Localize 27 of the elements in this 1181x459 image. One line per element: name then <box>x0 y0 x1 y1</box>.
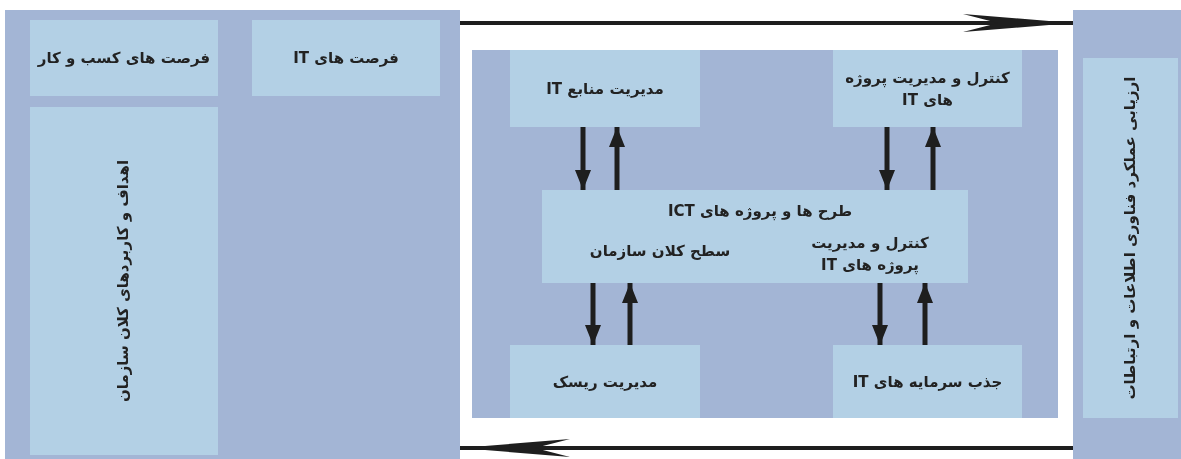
arrow <box>872 283 888 345</box>
label-text: سطح کلان سازمان <box>588 241 732 262</box>
panel <box>472 50 1058 418</box>
panel <box>5 10 460 459</box>
text-box: مدیریت منابع IT <box>510 50 700 127</box>
text-box: کنترل و مدیریت پروژه های IT <box>833 50 1022 127</box>
text-box <box>30 107 218 455</box>
vertical-text: ارزیابی عملکرد فناوری اطلاعات و ارتباطات <box>1119 75 1140 402</box>
text-box <box>1083 58 1178 418</box>
arrow <box>622 283 638 345</box>
arrow <box>925 127 941 190</box>
text-box: مدیریت ریسک <box>510 345 700 418</box>
arrow <box>460 439 1073 457</box>
text-box: فرصت های کسب و کار <box>30 20 218 96</box>
vertical-text: اهداف و کاربردهای کلان سازمان <box>113 158 133 405</box>
text-box: جذب سرمایه های IT <box>833 345 1022 418</box>
arrow <box>879 127 895 190</box>
text-box <box>542 190 968 283</box>
panel <box>1073 10 1181 459</box>
arrow <box>917 283 933 345</box>
arrow <box>460 14 1073 32</box>
label-text: کنترل و مدیریت پروژه های IT <box>810 233 930 276</box>
label-text: طرح ها و پروژه های ICT <box>666 201 854 222</box>
text-box: فرصت های IT <box>252 20 440 96</box>
arrow <box>575 127 591 190</box>
arrow <box>609 127 625 190</box>
arrow <box>585 283 601 345</box>
